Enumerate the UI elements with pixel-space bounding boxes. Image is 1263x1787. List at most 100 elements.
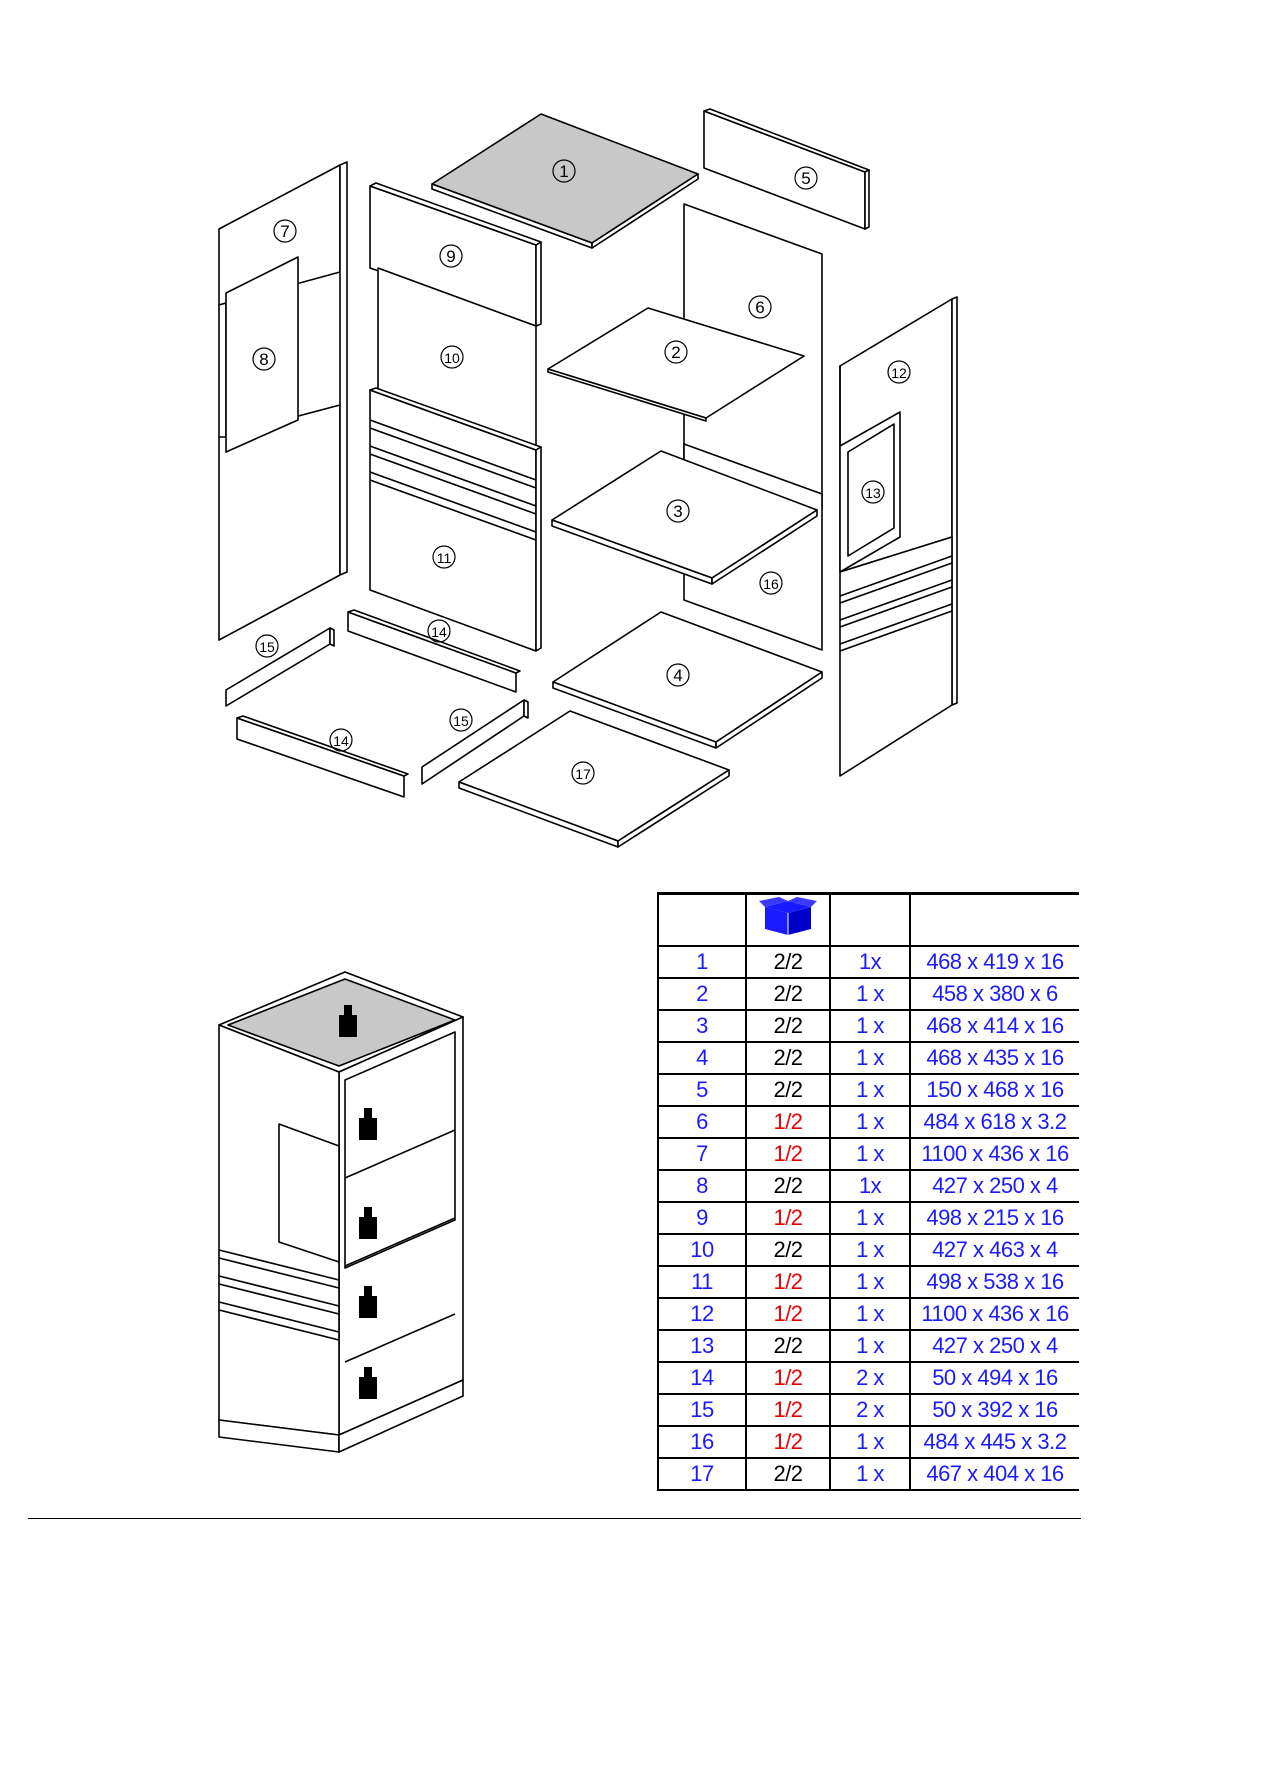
- callout-15a: 15: [259, 639, 275, 655]
- part-id-cell: 6: [657, 1105, 747, 1139]
- dimensions-cell: 484 x 445 x 3.2: [909, 1425, 1079, 1459]
- quantity-cell: 2 x: [829, 1361, 911, 1395]
- package-cell: 1/2: [745, 1297, 831, 1331]
- callout-14b: 14: [333, 733, 349, 749]
- quantity-cell: 1 x: [829, 1233, 911, 1267]
- part-id-cell: 2: [657, 977, 747, 1011]
- assembled-cabinet-diagram: [218, 971, 464, 1453]
- header-dims-cell: [909, 892, 1079, 947]
- dimensions-cell: 50 x 392 x 16: [909, 1393, 1079, 1427]
- part-id-cell: 3: [657, 1009, 747, 1043]
- quantity-cell: 1x: [829, 1169, 911, 1203]
- package-cell: 1/2: [745, 1265, 831, 1299]
- package-box-icon: [759, 897, 817, 935]
- callout-1: 1: [559, 162, 568, 181]
- quantity-cell: 1 x: [829, 1265, 911, 1299]
- header-qty-cell: [829, 892, 911, 947]
- part-id-cell: 10: [657, 1233, 747, 1267]
- callout-16: 16: [763, 576, 779, 592]
- part-id-cell: 7: [657, 1137, 747, 1171]
- part-id-cell: 15: [657, 1393, 747, 1427]
- dimensions-cell: 427 x 250 x 4: [909, 1169, 1079, 1203]
- package-cell: 1/2: [745, 1361, 831, 1395]
- part-11-front-lower: [369, 387, 542, 652]
- package-cell: 2/2: [745, 1041, 831, 1075]
- part-13-inner-panel: [847, 423, 895, 557]
- dimensions-cell: 468 x 419 x 16: [909, 945, 1079, 979]
- quantity-cell: 1 x: [829, 1041, 911, 1075]
- package-cell: 2/2: [745, 1169, 831, 1203]
- part-15-rail-left: [225, 627, 335, 707]
- callout-3: 3: [673, 502, 682, 521]
- callout-7: 7: [280, 222, 289, 241]
- part-id-cell: 12: [657, 1297, 747, 1331]
- callout-15b: 15: [453, 713, 469, 729]
- callout-11: 11: [437, 550, 452, 566]
- part-14-rail-lower: [236, 715, 409, 798]
- quantity-cell: 2 x: [829, 1393, 911, 1427]
- callout-10: 10: [444, 350, 460, 366]
- package-cell: 2/2: [745, 1073, 831, 1107]
- callout-6: 6: [755, 298, 764, 317]
- part-id-cell: 5: [657, 1073, 747, 1107]
- callout-14a: 14: [431, 624, 447, 640]
- quantity-cell: 1 x: [829, 1137, 911, 1171]
- table-header-row: [657, 892, 1079, 947]
- part-id-cell: 14: [657, 1361, 747, 1395]
- quantity-cell: 1 x: [829, 977, 911, 1011]
- callout-13: 13: [865, 485, 881, 501]
- package-cell: 1/2: [745, 1105, 831, 1139]
- part-14-rail-upper: [347, 609, 521, 693]
- quantity-cell: 1 x: [829, 1329, 911, 1363]
- part-id-cell: 8: [657, 1169, 747, 1203]
- dimensions-cell: 1100 x 436 x 16: [909, 1297, 1079, 1331]
- dimensions-cell: 427 x 250 x 4: [909, 1329, 1079, 1363]
- package-cell: 1/2: [745, 1393, 831, 1427]
- callout-9: 9: [446, 247, 455, 266]
- package-cell: 2/2: [745, 1009, 831, 1043]
- quantity-cell: 1 x: [829, 1073, 911, 1107]
- package-cell: 1/2: [745, 1137, 831, 1171]
- dimensions-cell: 484 x 618 x 3.2: [909, 1105, 1079, 1139]
- part-id-cell: 16: [657, 1425, 747, 1459]
- exploded-view-diagram: 1 2 3 4 5 6 7 8 9 10 11 12 13 14 14 15 1…: [218, 108, 958, 848]
- dimensions-cell: 468 x 414 x 16: [909, 1009, 1079, 1043]
- part-id-cell: 13: [657, 1329, 747, 1363]
- dimensions-cell: 150 x 468 x 16: [909, 1073, 1079, 1107]
- part-15-rail-right: [421, 699, 529, 785]
- weight-icons: [339, 1005, 377, 1399]
- part-id-cell: 9: [657, 1201, 747, 1235]
- part-4-shelf: [552, 611, 823, 749]
- quantity-cell: 1 x: [829, 1105, 911, 1139]
- dimensions-cell: 1100 x 436 x 16: [909, 1137, 1079, 1171]
- part-1-top-panel: [431, 113, 699, 249]
- package-cell: 2/2: [745, 945, 831, 979]
- package-cell: 2/2: [745, 1457, 831, 1491]
- part-id-cell: 4: [657, 1041, 747, 1075]
- package-cell: 2/2: [745, 1233, 831, 1267]
- package-cell: 1/2: [745, 1201, 831, 1235]
- part-7-left-side-panel: [218, 161, 348, 641]
- package-cell: 2/2: [745, 1329, 831, 1363]
- part-9-front-upper: [369, 182, 542, 327]
- dimensions-cell: 498 x 215 x 16: [909, 1201, 1079, 1235]
- header-id-cell: [657, 892, 747, 947]
- dimensions-cell: 50 x 494 x 16: [909, 1361, 1079, 1395]
- callout-8: 8: [259, 350, 268, 369]
- callout-2: 2: [671, 343, 680, 362]
- package-cell: 2/2: [745, 977, 831, 1011]
- package-cell: 1/2: [745, 1425, 831, 1459]
